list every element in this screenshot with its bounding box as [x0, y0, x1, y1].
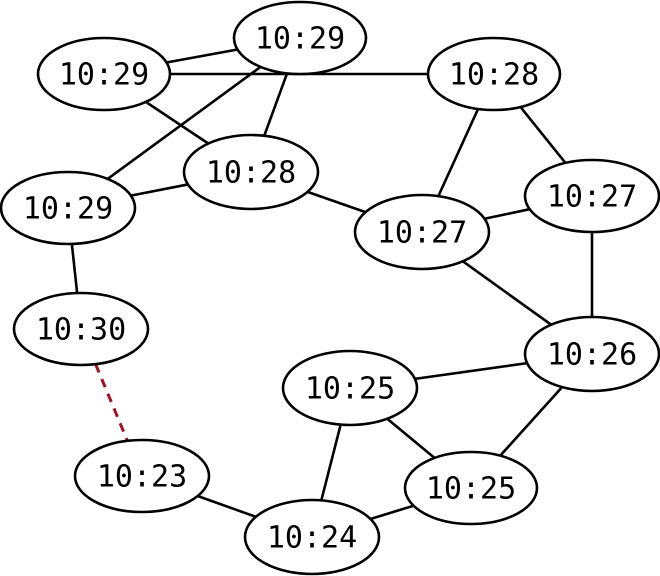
edges-layer: [70, 48, 594, 521]
node-ellipse: [232, 0, 368, 76]
node-label: 10:26: [547, 338, 637, 373]
node-label: 10:23: [97, 460, 187, 495]
edge-n10-n13: [320, 424, 342, 501]
node-n5: 10:29: [0, 170, 137, 246]
edge-n2-n4: [263, 72, 289, 137]
node-ellipse: [426, 36, 562, 112]
edge-n12-n13: [370, 504, 414, 521]
node-n11: 10:23: [73, 438, 211, 514]
node-n4: 10:28: [182, 133, 320, 211]
edge-n3-n7: [437, 108, 480, 197]
node-ellipse: [0, 170, 137, 246]
node-n3: 10:28: [426, 36, 562, 112]
node-label: 10:27: [377, 216, 467, 251]
node-n10: 10:25: [281, 349, 419, 427]
node-label: 10:27: [547, 180, 637, 215]
node-label: 10:29: [255, 22, 345, 57]
node-n7: 10:27: [353, 193, 491, 271]
node-n8: 10:30: [12, 291, 150, 367]
node-n9: 10:26: [523, 315, 660, 393]
edge-n7-n6: [484, 207, 530, 221]
node-ellipse: [73, 438, 211, 514]
node-n6: 10:27: [523, 158, 660, 234]
edge-n10-n12: [386, 417, 436, 459]
node-ellipse: [523, 158, 660, 234]
node-n13: 10:24: [243, 498, 381, 576]
edge-n11-n13: [197, 494, 257, 519]
edge-n7-n9: [462, 260, 552, 326]
node-ellipse: [182, 133, 320, 211]
node-label: 10:28: [206, 156, 296, 191]
node-label: 10:24: [267, 521, 357, 556]
edge-n9-n12: [499, 386, 564, 457]
node-ellipse: [281, 349, 419, 427]
node-n1: 10:29: [36, 36, 172, 112]
node-n12: 10:25: [403, 450, 539, 526]
node-label: 10:29: [23, 192, 113, 227]
node-ellipse: [523, 315, 660, 393]
edge-n2-n5: [106, 65, 262, 181]
edge-n5-n8: [70, 243, 79, 294]
node-label: 10:25: [426, 472, 516, 507]
edge-n4-n7: [307, 190, 366, 214]
edge-n9-n10: [414, 361, 528, 381]
node-ellipse: [403, 450, 539, 526]
node-ellipse: [243, 498, 381, 576]
node-ellipse: [12, 291, 150, 367]
node-label: 10:29: [59, 58, 149, 93]
node-label: 10:28: [449, 58, 539, 93]
node-label: 10:30: [36, 313, 126, 348]
edge-n1-n2: [166, 48, 238, 64]
edge-n4-n5: [130, 183, 189, 197]
node-label: 10:25: [305, 372, 395, 407]
edge-n3-n6: [519, 106, 567, 164]
node-ellipse: [353, 193, 491, 271]
dashed-edge-n8-n11: [94, 363, 129, 442]
node-n2: 10:29: [232, 0, 368, 76]
node-ellipse: [36, 36, 172, 112]
edge-n1-n4: [145, 100, 209, 145]
